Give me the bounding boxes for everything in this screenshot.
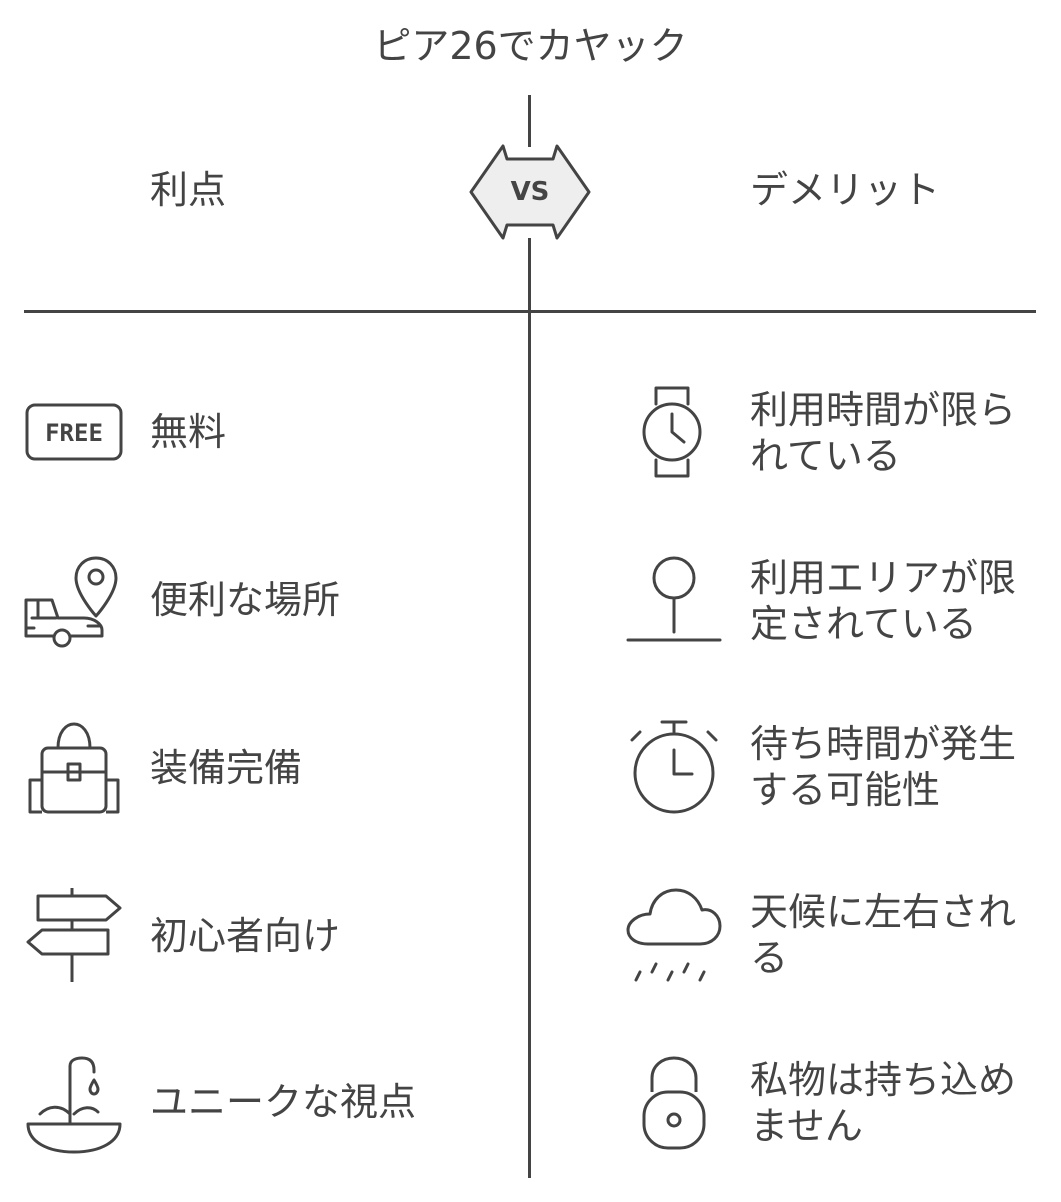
con-item-wait-line1: 待ち時間が発生: [750, 722, 1017, 766]
free-tag-icon: FREE: [24, 402, 124, 462]
backpack-icon: [26, 720, 122, 816]
rain-cloud-icon: [626, 888, 722, 984]
stopwatch-icon: [628, 718, 720, 814]
con-item-weather-line2: る: [750, 936, 789, 980]
con-item-time-line2: れている: [750, 434, 901, 478]
fountain-basin-icon: [26, 1056, 122, 1156]
free-badge-text: FREE: [45, 419, 103, 447]
pro-item-location-label: 便利な場所: [150, 578, 341, 622]
con-item-area-line1: 利用エリアが限: [750, 556, 1017, 600]
con-item-belongings-line2: ません: [750, 1104, 863, 1148]
pro-item-free-label: 無料: [150, 410, 227, 454]
con-item-area-line2: 定されている: [750, 602, 977, 646]
con-item-weather-line1: 天候に左右され: [750, 890, 1017, 934]
signpost-icon: [26, 886, 122, 986]
center-divider-top: [528, 95, 531, 147]
pro-item-beginner-label: 初心者向け: [150, 914, 341, 958]
center-divider: [528, 238, 531, 1178]
vs-label: VS: [510, 177, 550, 207]
header-divider: [24, 310, 1036, 313]
car-location-pin-icon: [24, 556, 124, 648]
cons-heading: デメリット: [750, 168, 941, 212]
pro-item-unique-view-label: ユニークな視点: [150, 1080, 417, 1124]
con-item-time-line1: 利用時間が限ら: [750, 388, 1017, 432]
pros-heading: 利点: [150, 168, 227, 212]
pro-item-equipment-label: 装備完備: [150, 746, 303, 790]
vs-badge: [468, 143, 592, 241]
padlock-icon: [640, 1056, 708, 1152]
wristwatch-icon: [640, 384, 706, 480]
diagram-title: ピア26でカヤック: [373, 24, 688, 68]
con-item-belongings-line1: 私物は持ち込め: [750, 1058, 1017, 1102]
map-pin-icon: [626, 556, 722, 646]
con-item-wait-line2: する可能性: [750, 768, 941, 812]
